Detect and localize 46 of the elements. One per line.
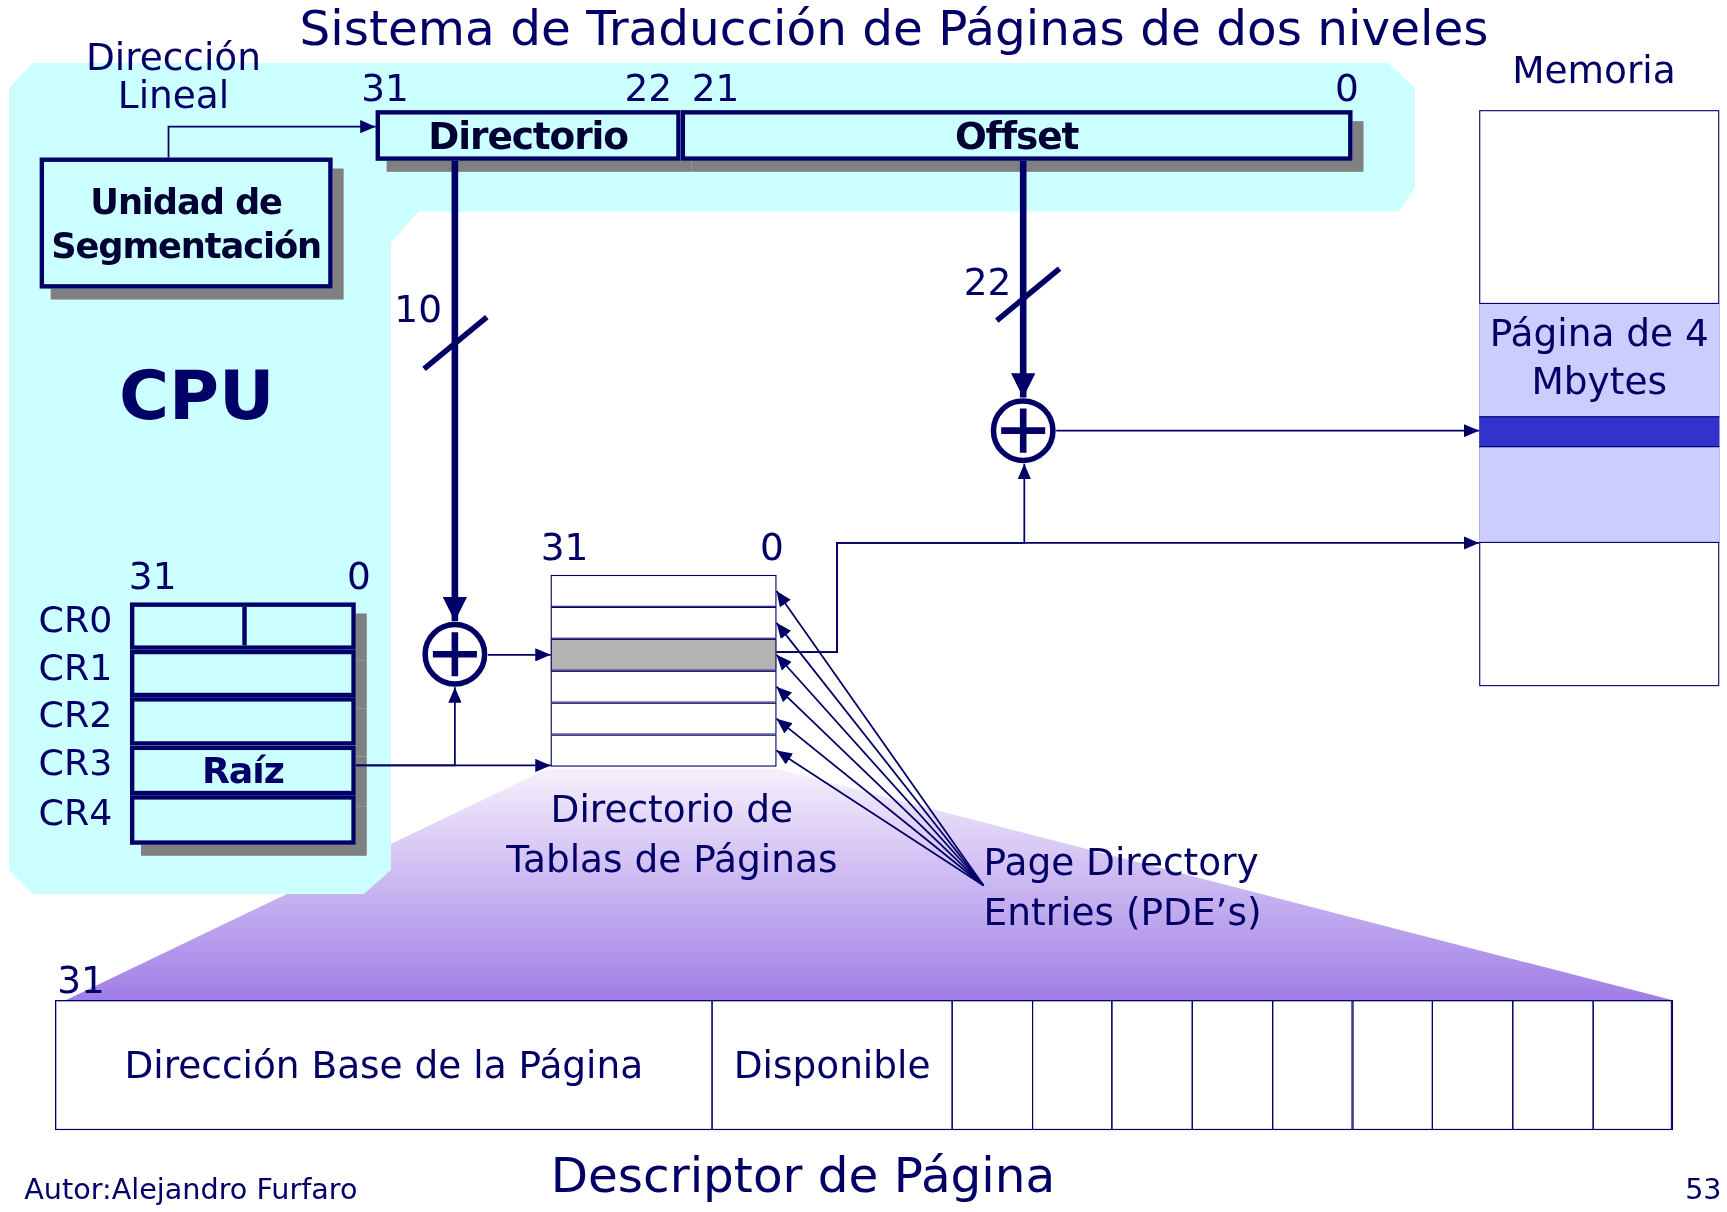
adder-symbol <box>990 397 1057 464</box>
arrow <box>775 536 1481 653</box>
memory-heading: Memoria <box>1512 49 1676 91</box>
arrow <box>1055 424 1481 438</box>
entry-row <box>550 734 777 767</box>
bit-number: 31 <box>361 68 409 110</box>
selected-page-band <box>1479 416 1720 448</box>
arrow <box>442 160 467 622</box>
page-label: Página de 4 Mbytes <box>1488 309 1710 406</box>
address-label: Dirección Lineal <box>84 38 262 114</box>
entry-row <box>550 606 777 639</box>
descriptor-caption: Descriptor de Página <box>550 1148 1056 1203</box>
bit-number: 0 <box>759 526 784 568</box>
author-note: Autor:Alejandro Furfaro <box>24 1174 358 1206</box>
register-name: CR2 <box>38 695 113 735</box>
register-name: CR1 <box>38 647 113 688</box>
bit-number: 0 <box>346 556 371 598</box>
edge-label: 22 <box>963 262 1012 304</box>
arrow <box>167 120 377 159</box>
page-region <box>1479 302 1720 543</box>
register-name: CR0 <box>38 600 113 641</box>
entry-row <box>550 574 777 607</box>
register-field-label: Raíz <box>202 748 284 792</box>
arrow <box>487 648 552 662</box>
page-number: 53 <box>1685 1174 1722 1206</box>
bit-number: 0 <box>1334 68 1359 110</box>
arrow <box>775 749 985 887</box>
bit-number: 22 <box>624 68 673 110</box>
entry-row <box>550 670 777 703</box>
edge-label: 10 <box>394 288 442 330</box>
arrow <box>1011 160 1036 398</box>
bit-number: 21 <box>691 68 740 110</box>
arrow <box>354 758 552 773</box>
bit-cell <box>1592 1000 1674 1131</box>
callout-text: Page Directory Entries (PDE’s) <box>983 838 1263 936</box>
register-name: CR3 <box>38 743 113 784</box>
diagram-title: Sistema de Traducción de Páginas de dos niveles <box>299 2 1489 56</box>
bit-number: 31 <box>128 556 177 598</box>
register-name: CR4 <box>38 793 113 833</box>
entry-row <box>550 702 777 735</box>
cpu-label: CPU <box>118 357 275 434</box>
adder-symbol <box>421 621 488 688</box>
bit-number: 31 <box>540 526 589 568</box>
bit-number: 31 <box>57 960 105 1002</box>
selected-entry-row <box>550 638 777 671</box>
table-caption: Directorio de Tablas de Páginas <box>505 785 839 883</box>
